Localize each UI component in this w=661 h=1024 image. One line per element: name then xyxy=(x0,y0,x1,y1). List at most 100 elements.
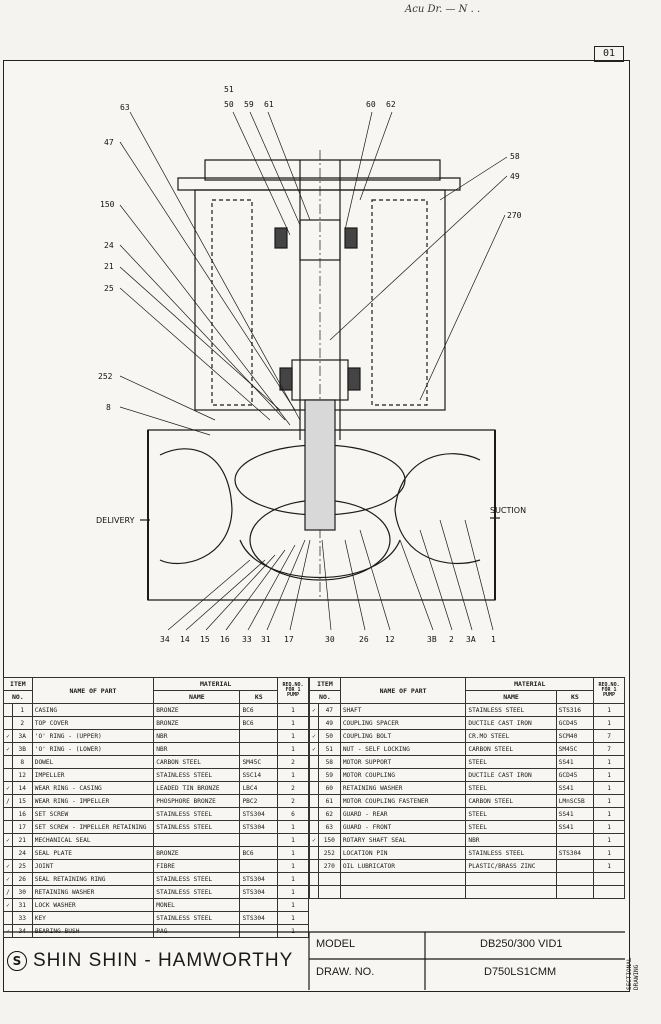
ks-code xyxy=(239,898,279,912)
check-mark: ✓ xyxy=(3,872,13,886)
callout-34: 34 xyxy=(160,635,170,644)
item-no: 50 xyxy=(317,729,341,743)
callout-63: 63 xyxy=(120,103,130,112)
part-name xyxy=(339,872,467,886)
check-mark: ✓ xyxy=(3,924,13,938)
material-name: MONEL xyxy=(153,898,241,912)
required-qty xyxy=(593,885,625,899)
part-name: LOCK WASHER xyxy=(31,898,155,912)
callout-1: 1 xyxy=(491,635,496,644)
part-name: WEAR RING - CASING xyxy=(31,781,155,795)
part-name: WEAR RING - IMPELLER xyxy=(31,794,155,808)
item-no: 24 xyxy=(11,846,33,860)
item-no: 16 xyxy=(11,807,33,821)
callout-14: 14 xyxy=(180,635,190,644)
required-qty: 1 xyxy=(277,703,309,717)
callout-51: 51 xyxy=(224,85,234,94)
check-mark: ✓ xyxy=(309,703,319,717)
ks-code: BC6 xyxy=(239,716,279,730)
required-qty: 1 xyxy=(277,846,309,860)
ks-code: STS304 xyxy=(555,846,595,860)
item-no: 17 xyxy=(11,820,33,834)
material-name: PLASTIC/BRASS ZINC xyxy=(465,859,557,873)
item-no xyxy=(317,872,341,886)
required-qty: 1 xyxy=(277,768,309,782)
ks-code: LMnSC5B xyxy=(555,794,595,808)
required-qty: 1 xyxy=(593,794,625,808)
item-no: 33 xyxy=(11,911,33,925)
ks-code: GCD45 xyxy=(555,768,595,782)
required-qty: 1 xyxy=(593,755,625,769)
no-header: NO. xyxy=(3,690,33,704)
check-mark xyxy=(3,820,13,834)
item-no: 26 xyxy=(11,872,33,886)
check-mark xyxy=(3,755,13,769)
material-name: CARBON STEEL xyxy=(153,755,241,769)
item-no: 14 xyxy=(11,781,33,795)
material-name: BRONZE xyxy=(153,703,241,717)
material-name: CARBON STEEL xyxy=(465,794,557,808)
ks-code: STS304 xyxy=(239,807,279,821)
table-row xyxy=(309,872,625,886)
ks-code: BC6 xyxy=(239,846,279,860)
check-mark: ✓ xyxy=(3,742,13,756)
item-no: 252 xyxy=(317,846,341,860)
required-qty xyxy=(593,872,625,886)
part-name: RETAINING WASHER xyxy=(339,781,467,795)
check-mark: ✓ xyxy=(3,859,13,873)
part-name: NUT - SELF LOCKING xyxy=(339,742,467,756)
callout-24: 24 xyxy=(104,241,114,250)
sectional-drawing: 63 51 50 59 61 60 62 47 58 49 150 270 24… xyxy=(96,85,526,644)
required-qty: 2 xyxy=(277,755,309,769)
material-name-header: NAME xyxy=(153,690,241,704)
part-name: SET SCREW xyxy=(31,807,155,821)
required-qty: 1 xyxy=(593,833,625,847)
item-header-right: ITEM xyxy=(309,677,341,691)
material-name: STAINLESS STEEL xyxy=(153,872,241,886)
ks-code: STS304 xyxy=(239,911,279,925)
material-name: LEADED TIN BRONZE xyxy=(153,781,241,795)
callout-15: 15 xyxy=(200,635,210,644)
item-no: 61 xyxy=(317,794,341,808)
item-no: 31 xyxy=(11,898,33,912)
part-name: 'O' RING - (LOWER) xyxy=(31,742,155,756)
part-name: SHAFT xyxy=(339,703,467,717)
check-mark: ✓ xyxy=(3,729,13,743)
ks-code: SS41 xyxy=(555,781,595,795)
item-no: 47 xyxy=(317,703,341,717)
check-mark xyxy=(3,703,13,717)
check-mark xyxy=(309,872,319,886)
part-name: MOTOR SUPPORT xyxy=(339,755,467,769)
ks-code: GCD45 xyxy=(555,716,595,730)
company-name: SHIN SHIN - HAMWORTHY xyxy=(33,950,294,971)
part-name: GUARD - FRONT xyxy=(339,820,467,834)
part-name: COUPLING BOLT xyxy=(339,729,467,743)
required-qty: 7 xyxy=(593,742,625,756)
part-name: MECHANICAL SEAL xyxy=(31,833,155,847)
part-name: CASING xyxy=(31,703,155,717)
item-no: 8 xyxy=(11,755,33,769)
item-no: 59 xyxy=(317,768,341,782)
item-no xyxy=(317,885,341,899)
callout-12: 12 xyxy=(385,635,395,644)
item-no: 62 xyxy=(317,807,341,821)
material-name: DUCTILE CAST IRON xyxy=(465,716,557,730)
material-name: BRONZE xyxy=(153,846,241,860)
required-qty: 2 xyxy=(277,794,309,808)
item-no: 270 xyxy=(317,859,341,873)
required-qty: 1 xyxy=(277,911,309,925)
delivery-label: DELIVERY xyxy=(96,516,135,525)
required-qty: 1 xyxy=(593,781,625,795)
